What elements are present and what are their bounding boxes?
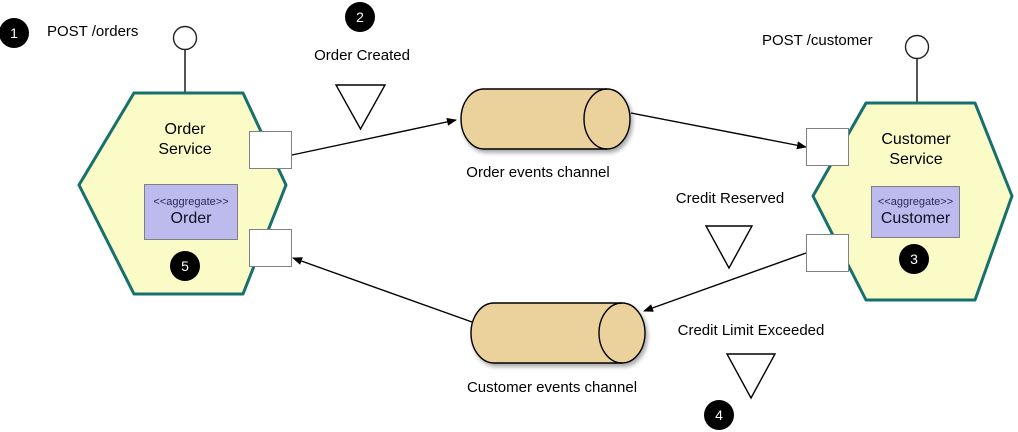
api-label-post-customer: POST /customer xyxy=(762,32,873,49)
order-service-title-line1: Order xyxy=(164,121,206,138)
message-channel-cylinder-icon-order[interactable] xyxy=(460,88,631,150)
flow-arrow-icon-order-consume xyxy=(630,112,807,150)
api-label-post-orders: POST /orders xyxy=(47,23,139,40)
service-port-icon-customer-out[interactable] xyxy=(806,234,849,272)
channel-label-order-events: Order events channel xyxy=(466,164,610,181)
step-badge-2: 2 xyxy=(345,2,375,32)
order-service-title-line2: Service xyxy=(158,141,212,158)
aggregate-name-customer: Customer xyxy=(880,210,951,227)
flow-arrow-icon-order-publish xyxy=(291,117,457,156)
event-triangle-icon-credit-reserved xyxy=(704,225,754,270)
aggregate-box-customer[interactable]: <<aggregate>> Customer xyxy=(871,186,960,238)
service-port-icon-order-in[interactable] xyxy=(249,229,292,267)
customer-service-title-line1: Customer xyxy=(881,131,951,148)
step-badge-5: 5 xyxy=(170,251,200,281)
customer-service-title-line2: Service xyxy=(889,151,943,168)
step-badge-1: 1 xyxy=(0,18,29,48)
step-badge-3: 3 xyxy=(899,244,929,274)
aggregate-stereotype-order: <<aggregate>> xyxy=(153,196,229,208)
event-label-credit-reserved: Credit Reserved xyxy=(675,190,785,207)
flow-arrow-icon-customer-consume xyxy=(292,257,473,323)
aggregate-stereotype-customer: <<aggregate>> xyxy=(877,196,954,208)
event-triangle-icon-order-created xyxy=(334,84,387,131)
channel-label-customer-events: Customer events channel xyxy=(466,379,638,396)
aggregate-box-order[interactable]: <<aggregate>> Order xyxy=(144,184,238,240)
event-label-credit-limit-exceeded: Credit Limit Exceeded xyxy=(677,322,825,339)
flow-arrow-icon-customer-publish xyxy=(643,252,807,312)
aggregate-name-order: Order xyxy=(170,210,212,227)
lollipop-interface-icon-orders xyxy=(172,25,198,93)
step-badge-4: 4 xyxy=(704,400,734,430)
service-port-icon-customer-in[interactable] xyxy=(806,128,849,166)
event-label-order-created: Order Created xyxy=(314,47,410,64)
lollipop-interface-icon-customer xyxy=(904,34,930,103)
order-service-title: Order Service xyxy=(158,120,211,160)
message-channel-cylinder-icon-customer[interactable] xyxy=(470,302,646,364)
service-port-icon-order-out[interactable] xyxy=(249,131,292,169)
event-triangle-icon-credit-limit-exceeded xyxy=(725,353,777,400)
customer-service-title: Customer Service xyxy=(881,130,950,170)
